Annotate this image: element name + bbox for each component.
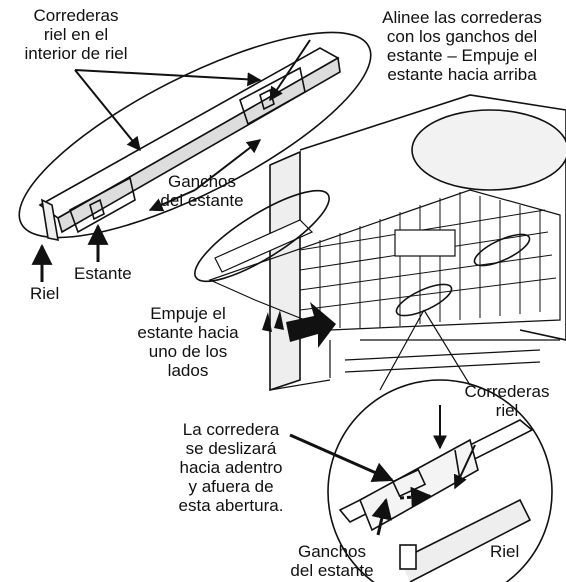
slider-highlight-ellipse-1 bbox=[395, 283, 453, 317]
push-arrow bbox=[262, 302, 336, 348]
label-riel-bottom: Riel bbox=[490, 542, 520, 561]
label-empuje: Empuje el estante hacia uno de los lados bbox=[137, 304, 239, 380]
dishwasher-lower-body bbox=[269, 339, 560, 391]
callout-lines bbox=[379, 309, 471, 391]
label-correderas-riel-top: Correderas riel en el interior de riel bbox=[24, 6, 128, 63]
label-ganchos-top: Ganchos del estante bbox=[160, 172, 244, 210]
label-ganchos-bottom: Ganchos del estante bbox=[290, 542, 374, 580]
label-riel-left: Riel bbox=[30, 284, 60, 303]
slider-highlight-ellipse-2 bbox=[473, 233, 531, 267]
upper-rack bbox=[208, 189, 561, 331]
label-alinee: Alinee las correderas con los ganchos de… bbox=[382, 8, 542, 84]
leader-arrows bbox=[31, 39, 476, 536]
rail-detail-closeup bbox=[18, 31, 372, 242]
label-correderas-riel-right: Correderas riel bbox=[464, 382, 550, 420]
hooks-highlight-ellipse bbox=[194, 189, 330, 283]
label-estante: Estante bbox=[74, 264, 132, 283]
label-la-corredera: La corredera se deslizará hacia adentro … bbox=[178, 420, 284, 515]
